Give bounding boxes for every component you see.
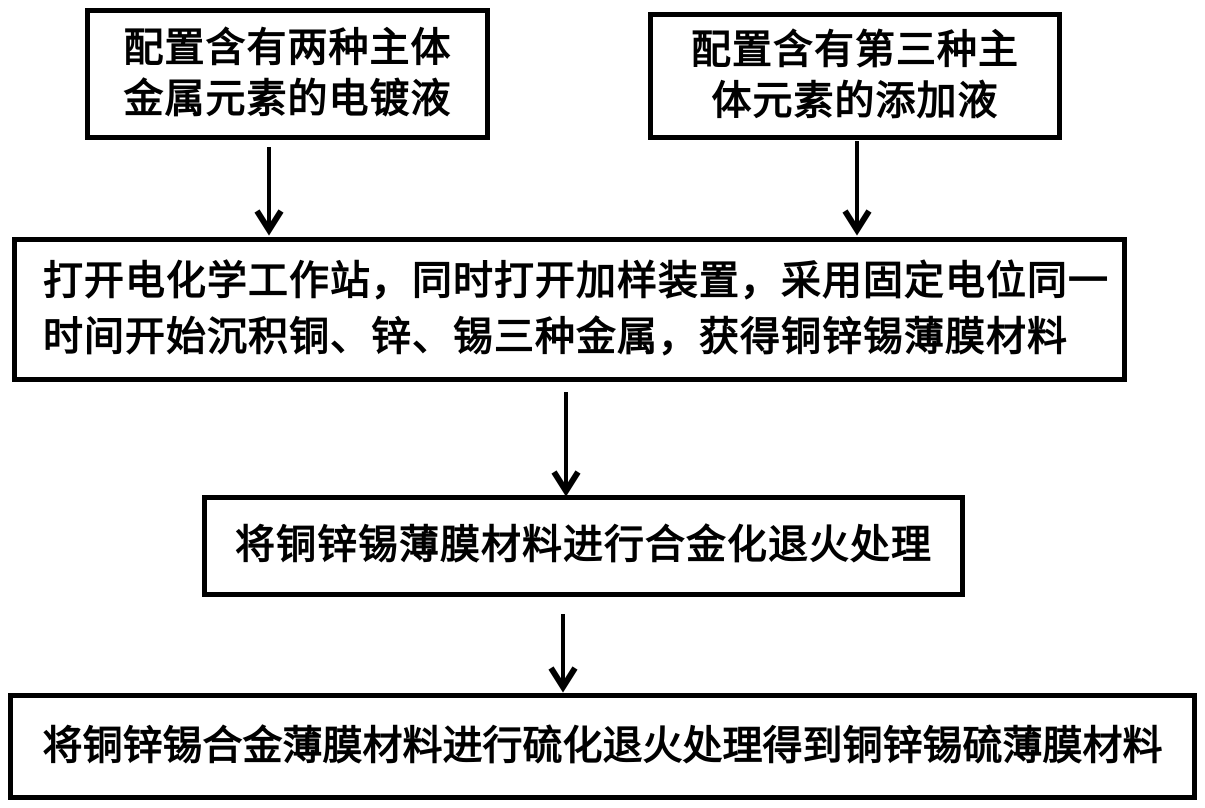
flow-node-prepare-plating-solution: 配置含有两种主体 金属元素的电镀液 [85, 8, 490, 140]
arrow-down-icon-plating-to-deposition [254, 147, 284, 236]
arrow-down-icon-alloy-to-sulfur [548, 614, 578, 693]
arrow-down-icon-deposition-to-alloy [551, 392, 581, 497]
arrow-down-icon-additive-to-deposition [842, 141, 872, 236]
flow-node-sulfurization-anneal: 将铜锌锡合金薄膜材料进行硫化退火处理得到铜锌锡硫薄膜材料 [8, 693, 1197, 800]
flow-node-electrochemical-deposition: 打开电化学工作站，同时打开加样装置，采用固定电位同一 时间开始沉积铜、锌、锡三种… [12, 237, 1127, 382]
flow-node-prepare-additive-solution: 配置含有第三种主 体元素的添加液 [648, 12, 1062, 140]
flow-node-alloying-anneal: 将铜锌锡薄膜材料进行合金化退火处理 [202, 495, 965, 597]
